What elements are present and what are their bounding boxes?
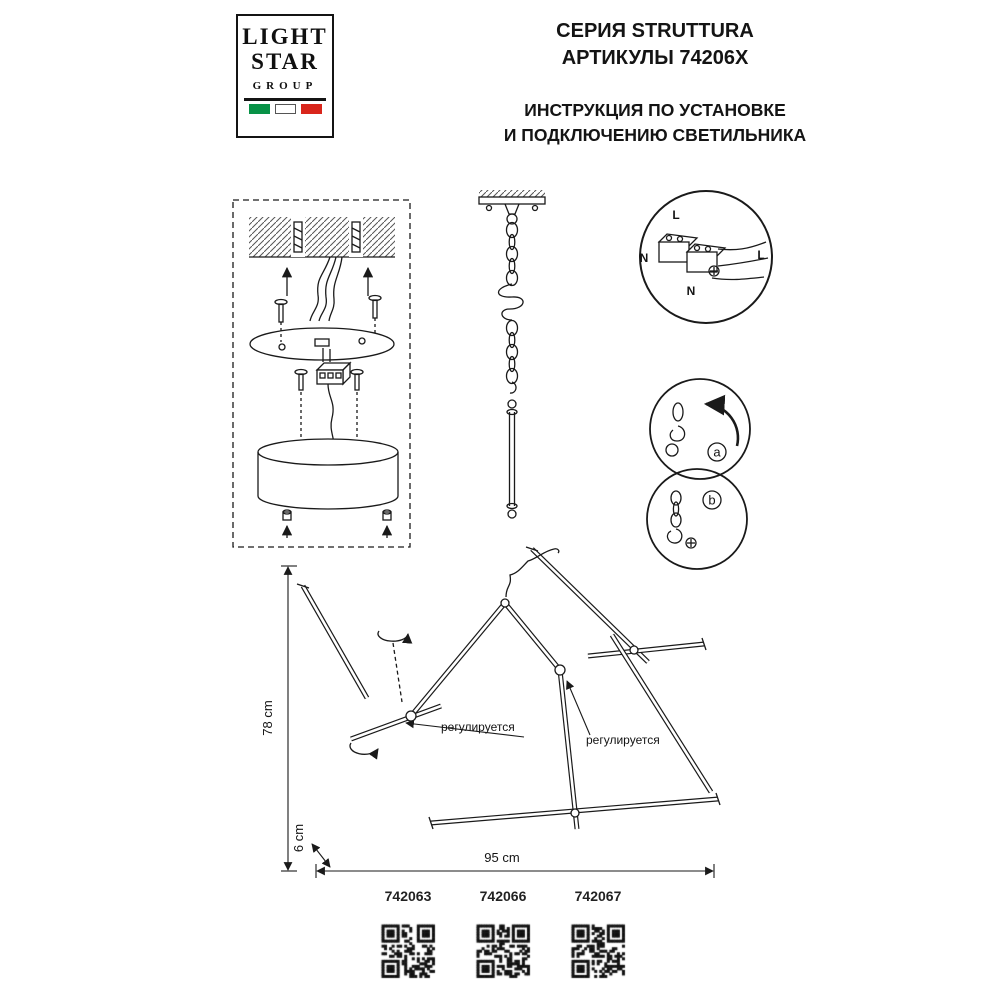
series-title: СЕРИЯ STRUTTURA: [556, 20, 754, 42]
chain-icon: [670, 490, 682, 528]
canopy-plate: [249, 327, 395, 361]
wiring-detail-diagram: L N L N: [639, 190, 773, 324]
qr-code: [379, 922, 437, 980]
label-n-left: N: [640, 251, 649, 265]
screw-icon: [294, 368, 308, 440]
label-n-bottom: N: [687, 284, 696, 298]
ground-symbol-icon: [685, 537, 697, 549]
qr-code: [474, 922, 532, 980]
wire-n: [711, 276, 765, 281]
product-code: 742067: [574, 888, 622, 904]
label-l-right: L: [757, 248, 764, 262]
hook-icon: [669, 425, 686, 442]
hanging-loop-icon: [506, 213, 518, 225]
cap-nut-icon: [281, 509, 293, 538]
anchor-bolt-icon: [351, 221, 361, 253]
power-wire: [497, 283, 524, 321]
ceiling-hatch: [249, 217, 395, 257]
anchor-bolt-icon: [293, 221, 303, 253]
logo-word-star: STAR: [251, 48, 319, 74]
rotate-arrow-icon: [703, 394, 740, 447]
hook-icon: [509, 381, 517, 394]
flag-green-stripe: [248, 103, 270, 114]
rotate-arrow-icon: [349, 742, 379, 760]
qr-code: [569, 922, 627, 980]
dimension-width: [315, 864, 715, 878]
logo-word-group: GROUP: [252, 79, 318, 92]
canopy-install-diagram: [232, 199, 411, 548]
step-a-label: a: [713, 445, 721, 460]
chandelier-dimension-diagram: 78 cm 6 cm 95 cm регулируется регулирует…: [260, 546, 721, 878]
ground-symbol-icon: [708, 265, 720, 277]
chain-icon: [505, 221, 519, 287]
instruction-title-line1: ИНСТРУКЦИЯ ПО УСТАНОВКЕ: [524, 100, 786, 120]
product-code: 742063: [384, 888, 432, 904]
lightstar-logo: LIGHT STAR GROUP: [236, 14, 334, 138]
wire-l: [717, 241, 767, 251]
screw-icon: [274, 298, 288, 342]
mount-options-diagram: a b: [646, 378, 751, 570]
terminal-block-icon: [657, 233, 727, 273]
logo-word-light: LIGHT: [242, 24, 328, 49]
wire-ground: [717, 257, 769, 267]
chain-icon: [505, 319, 519, 385]
adjustable-label-left: регулируется: [441, 720, 515, 734]
step-b-label: b: [708, 493, 715, 508]
chain-suspension-diagram: [478, 190, 546, 519]
terminal-block-icon: [315, 361, 352, 386]
instruction-title-line2: И ПОДКЛЮЧЕНИЮ СВЕТИЛЬНИКА: [503, 125, 807, 146]
dimension-height: [281, 565, 297, 872]
rod-dimension-label: 6 cm: [291, 824, 306, 852]
hook-icon: [666, 528, 683, 544]
label-l-top: L: [672, 208, 679, 222]
width-dimension-label: 95 cm: [484, 850, 519, 865]
product-code: 742066: [479, 888, 527, 904]
article-number: АРТИКУЛЫ 74206X: [561, 47, 749, 69]
adjustable-label-right: регулируется: [586, 733, 660, 747]
height-dimension-label: 78 cm: [260, 700, 275, 735]
screw-icon: [368, 294, 382, 336]
page-header: СЕРИЯ STRUTTURA АРТИКУЛЫ 74206X ИНСТРУКЦ…: [455, 18, 855, 149]
canopy-cylinder: [257, 438, 399, 510]
screw-icon: [350, 368, 364, 438]
suspension-rod: [506, 399, 518, 519]
flag-white-stripe: [274, 103, 296, 114]
italian-flag-icon: [244, 97, 326, 114]
rotate-arrow-icon: [377, 630, 413, 644]
power-wire: [505, 548, 560, 598]
flag-red-stripe: [300, 103, 322, 114]
cap-nut-icon: [381, 509, 393, 538]
